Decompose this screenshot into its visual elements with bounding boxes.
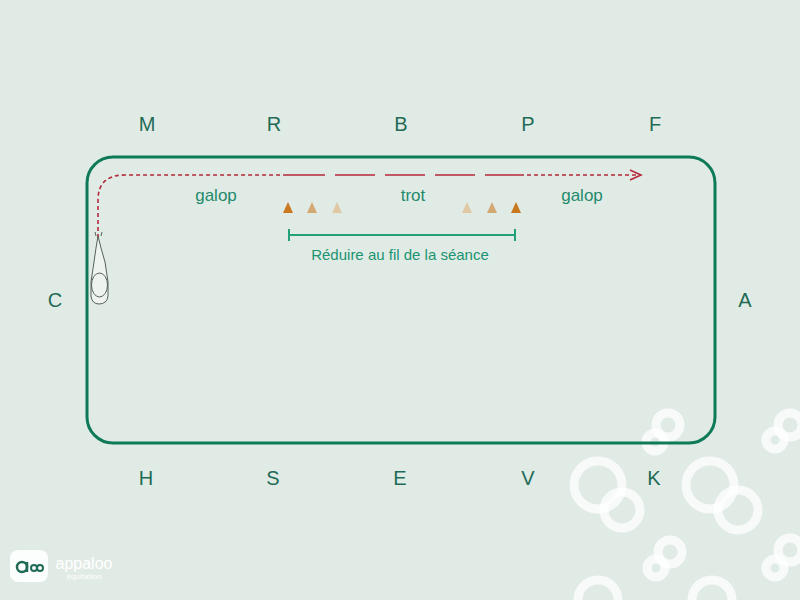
horse-figure: [91, 232, 108, 304]
arena-letter: E: [393, 467, 406, 489]
arena-letter: H: [139, 467, 153, 489]
arena-letter: A: [738, 289, 751, 311]
logo-icon: [10, 550, 48, 582]
arena-outline: [87, 157, 715, 443]
reduce-bracket: [289, 229, 515, 241]
gait-label: galop: [195, 187, 237, 206]
arena-letter: K: [647, 467, 660, 489]
arena-letter: R: [267, 113, 281, 135]
decor-rings: [574, 413, 800, 600]
logo-text: appaloo: [56, 555, 113, 573]
arena-letter: M: [139, 113, 156, 135]
arena-letter: F: [649, 113, 661, 135]
path-line: [98, 170, 641, 238]
arena-letter: P: [521, 113, 534, 135]
arena-letter: V: [521, 467, 534, 489]
gait-label: galop: [561, 187, 603, 206]
arena-letter: S: [266, 467, 279, 489]
gait-label: trot: [401, 187, 426, 206]
arena-letter: C: [48, 289, 62, 311]
logo-subtext: équitation: [67, 573, 102, 582]
bracket-note: Réduire au fil de la séance: [311, 247, 489, 264]
arena-letter: B: [394, 113, 407, 135]
